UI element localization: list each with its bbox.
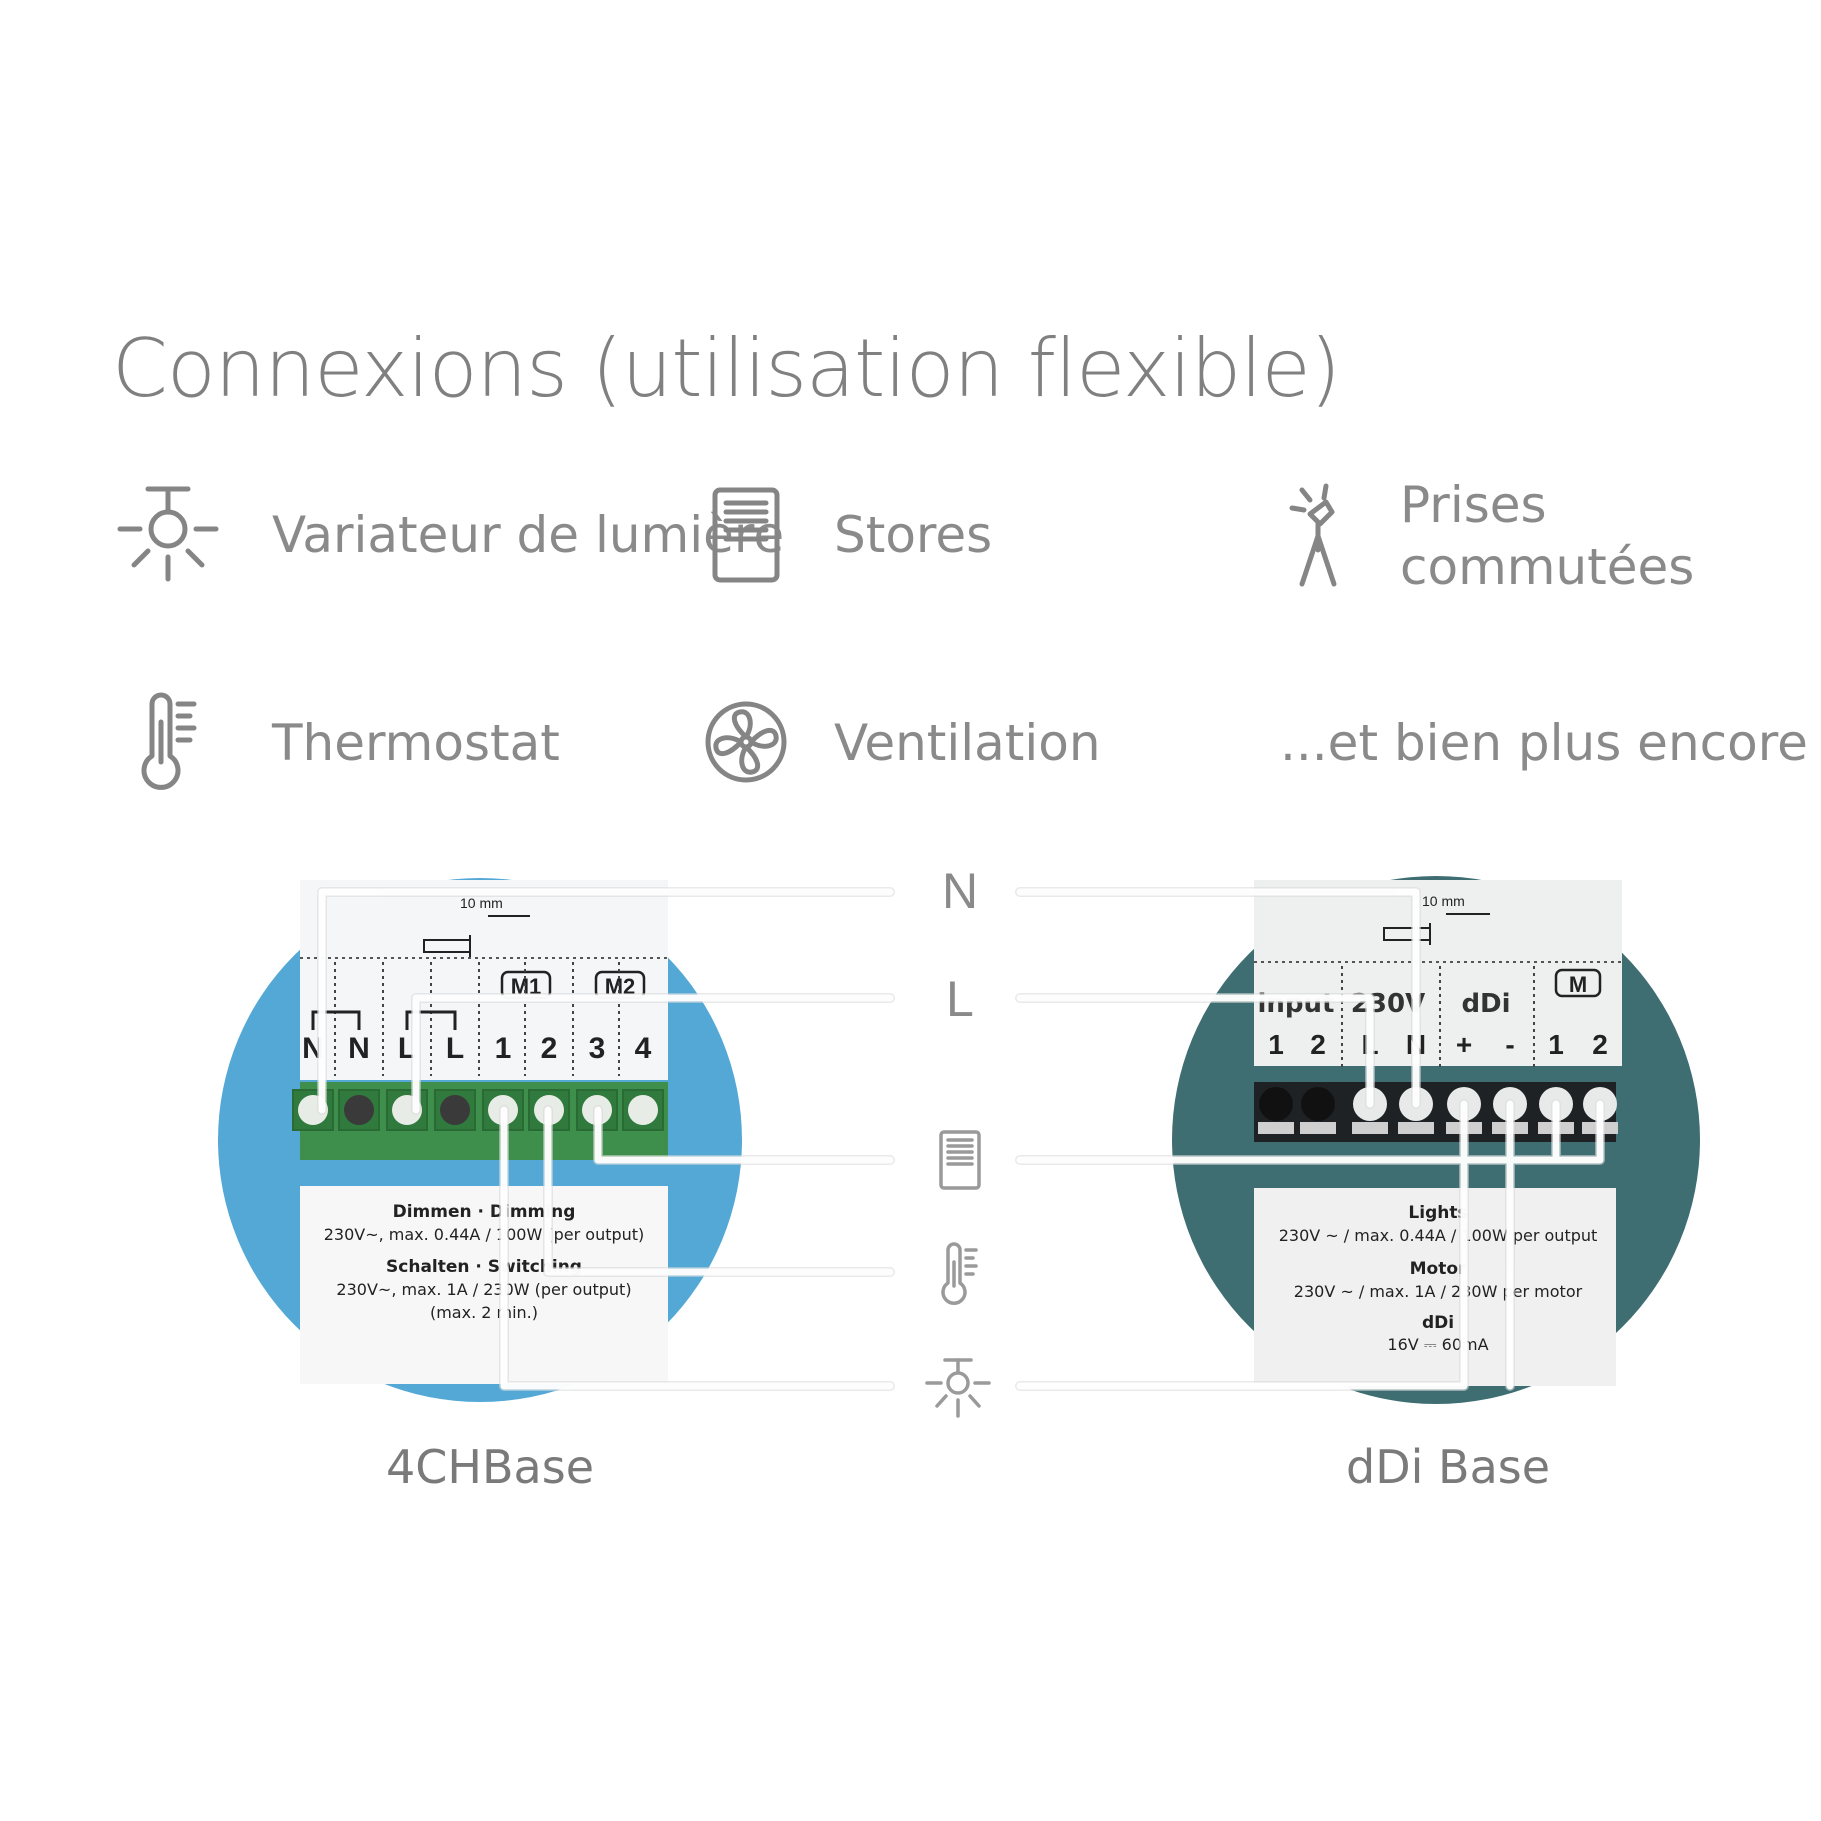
- wire: [544, 1106, 894, 1276]
- terminal-label: 2: [1592, 1029, 1608, 1060]
- terminal-label: 1: [1548, 1029, 1564, 1060]
- fan-icon: [705, 701, 787, 783]
- wire: [594, 1106, 894, 1164]
- screw-terminal: [628, 1095, 658, 1125]
- device-ddi-base-spec-label: [1254, 1188, 1616, 1386]
- signal-l-label: L: [946, 971, 974, 1027]
- thermometer-icon: [141, 692, 197, 790]
- screw-terminal: [1301, 1087, 1335, 1121]
- terminal-label: L: [446, 1032, 464, 1065]
- terminal-label: 4: [635, 1032, 652, 1065]
- device-4chbase-top-label: [300, 880, 668, 1080]
- wire: [318, 888, 894, 1114]
- device-ddi-base-top-label: [1254, 880, 1622, 1066]
- wire: [412, 994, 894, 1114]
- spec-line-2: Schalten · Switching: [386, 1257, 582, 1277]
- wire: [500, 1106, 894, 1390]
- spec-line-r2: Motor: [1410, 1259, 1467, 1279]
- signal-n-label: N: [942, 863, 979, 919]
- feature-ventilation-label: Ventilation: [834, 714, 1101, 772]
- spec-line-r4: dDi: [1422, 1313, 1454, 1333]
- terminal-label: +: [1456, 1029, 1472, 1060]
- wire: [1016, 1100, 1514, 1390]
- feature-sockets-label-line1: Prises: [1400, 476, 1547, 534]
- terminal-label: 2: [541, 1032, 558, 1065]
- spec-line-3: 230V~, max. 1A / 230W (per output): [336, 1280, 631, 1299]
- group-ddi: dDi: [1461, 989, 1510, 1019]
- light-bulb-icon: [117, 486, 219, 582]
- signal-thermometer-icon: [941, 1242, 978, 1305]
- terminal-label: 1: [495, 1032, 512, 1065]
- spec-line-r1: 230V ~ / max. 0.44A / 100W per output: [1279, 1226, 1598, 1245]
- wire: [1016, 888, 1420, 1108]
- switched-lamp-icon: [1289, 483, 1337, 587]
- spec-line-r0: Lights: [1408, 1203, 1467, 1223]
- device-4chbase-strip-label: 10 mm: [460, 895, 503, 911]
- motor-label: M: [1569, 972, 1587, 997]
- feature-sockets-label-line2: commutées: [1400, 538, 1695, 596]
- terminal-label: 3: [589, 1032, 606, 1065]
- page-title: Connexions (utilisation flexible): [112, 322, 1341, 415]
- spec-line-1: 230V~, max. 0.44A / 100W (per output): [324, 1225, 645, 1244]
- spec-line-4: (max. 2 min.): [430, 1303, 538, 1322]
- spec-line-0: Dimmen · Dimming: [393, 1202, 576, 1222]
- terminal-release: [1352, 1122, 1388, 1134]
- device-ddi-base-strip-label: 10 mm: [1422, 893, 1465, 909]
- terminal-release: [1300, 1122, 1336, 1134]
- signal-blinds-icon: [939, 1130, 981, 1190]
- blinds-icon: [712, 487, 780, 583]
- screw-terminal: [344, 1095, 374, 1125]
- screw-terminal: [1259, 1087, 1293, 1121]
- device-ddi-base-name: dDi Base: [1346, 1440, 1551, 1494]
- wire: [1016, 994, 1374, 1108]
- screw-terminal: [440, 1095, 470, 1125]
- feature-dimmer-label: Variateur de lumière: [272, 506, 785, 564]
- terminal-release: [1398, 1122, 1434, 1134]
- terminal-release: [1258, 1122, 1294, 1134]
- terminal-label: 2: [1310, 1029, 1326, 1060]
- feature-thermostat-label: Thermostat: [272, 714, 560, 772]
- feature-blinds-label: Stores: [834, 506, 993, 564]
- terminal-label: 1: [1268, 1029, 1284, 1060]
- spec-line-r3: 230V ~ / max. 1A / 230W per motor: [1294, 1282, 1583, 1301]
- terminal-label: N: [348, 1032, 370, 1065]
- spec-line-r5: 16V ⎓ 60mA: [1387, 1335, 1488, 1354]
- device-4chbase-name: 4CHBase: [386, 1440, 594, 1494]
- feature-more-label: ...et bien plus encore: [1280, 714, 1808, 772]
- terminal-label: -: [1505, 1029, 1514, 1060]
- device-4chbase-spec-label: [300, 1186, 668, 1384]
- wires: [318, 888, 1604, 1390]
- signal-light-bulb-icon: [925, 1358, 991, 1418]
